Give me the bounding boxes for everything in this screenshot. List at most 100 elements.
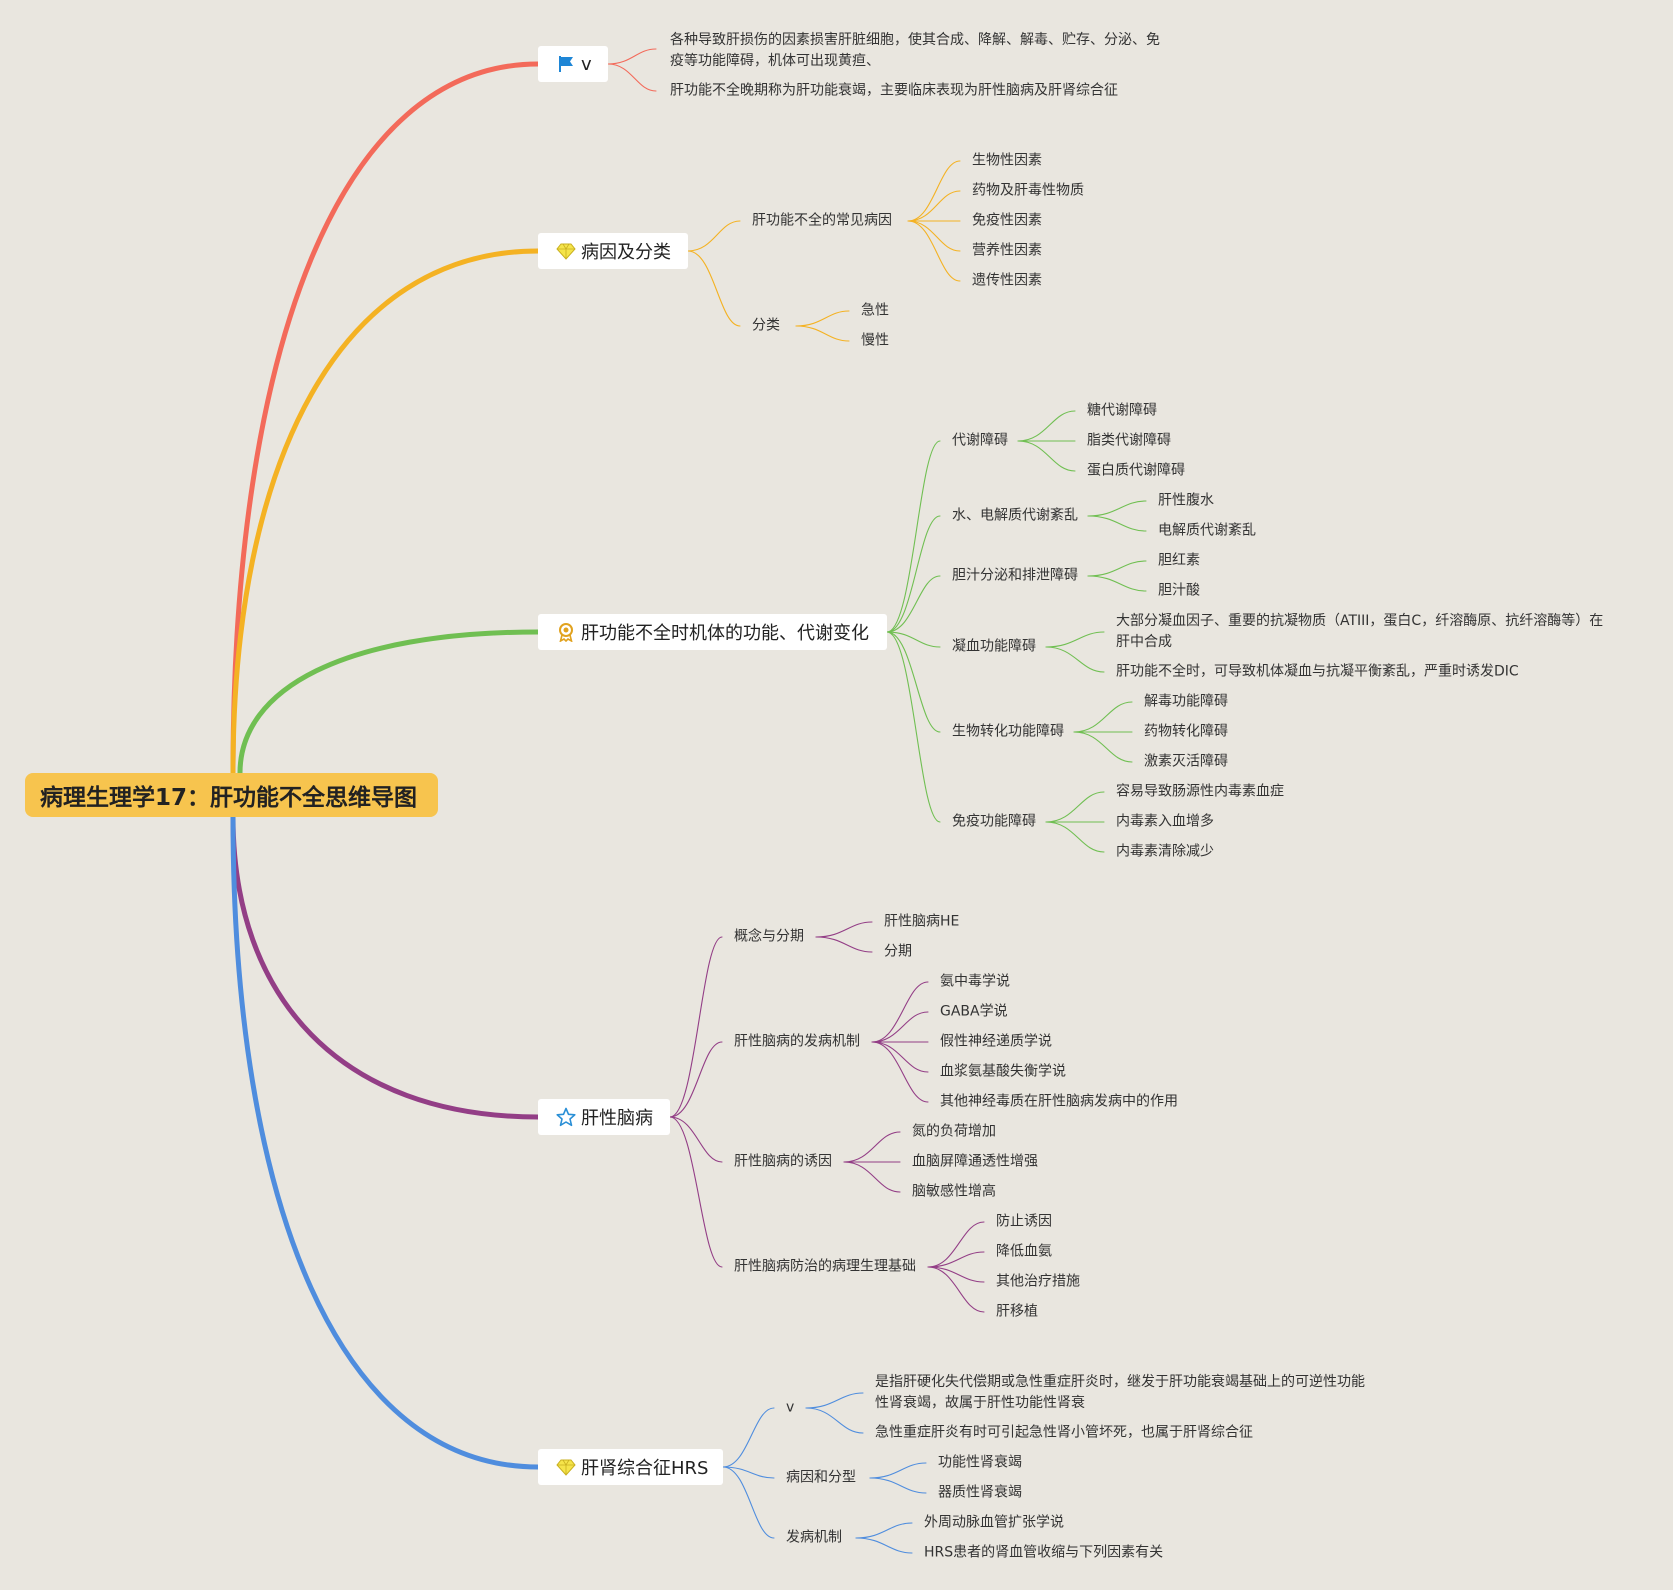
link (869, 1477, 927, 1494)
link (1087, 500, 1147, 517)
sub-mechanism: 发病机制 (786, 1529, 842, 1546)
link (927, 1266, 985, 1313)
link (871, 1041, 929, 1103)
link (722, 1407, 775, 1468)
leaf: 蛋白质代谢障碍 (1087, 462, 1185, 479)
leaf: 急性重症肝炎有时可引起急性肾小管坏死，也属于肝肾综合征 (875, 1424, 1253, 1441)
link (669, 1116, 723, 1268)
sub-biotransformation: 生物转化功能障碍 (952, 723, 1064, 740)
link (1017, 410, 1076, 442)
leaf: 胆红素 (1158, 552, 1200, 569)
diamond-icon (555, 240, 577, 262)
link (907, 220, 961, 282)
flag-icon (555, 53, 577, 75)
link (927, 1266, 985, 1283)
leaf: 其他治疗措施 (996, 1273, 1080, 1290)
sub-triggers: 肝性脑病的诱因 (734, 1153, 832, 1170)
link (869, 1462, 927, 1479)
leaf: 胆汁酸 (1158, 582, 1200, 599)
sub-definition: v (786, 1399, 795, 1416)
leaf: 是指肝硬化失代偿期或急性重症肝炎时，继发于肝功能衰竭基础上的可逆性功能性肾衰竭，… (875, 1374, 1365, 1411)
leaf: 生物性因素 (972, 152, 1042, 169)
link (886, 440, 941, 633)
leaf: 内毒素清除减少 (1116, 843, 1214, 860)
branch-label: 肝功能不全时机体的功能、代谢变化 (581, 623, 869, 644)
leaf: 容易导致肠源性内毒素血症 (1116, 783, 1284, 800)
link (805, 1392, 864, 1409)
link (886, 515, 941, 633)
link (607, 48, 657, 65)
leaf: 解毒功能障碍 (1144, 693, 1228, 710)
link (795, 310, 850, 327)
link (815, 936, 873, 953)
sub-metabolism: 代谢障碍 (952, 432, 1008, 449)
sub-causes-types: 病因和分型 (786, 1469, 856, 1486)
branch-hepatorenal-syndrome[interactable]: 肝肾综合征HRS (538, 1449, 723, 1485)
link (669, 1041, 723, 1118)
link (843, 1131, 901, 1163)
star-icon (555, 1106, 577, 1128)
leaf: 假性神经递质学说 (940, 1033, 1052, 1050)
trunk-hrs (230, 814, 541, 1470)
leaf: 电解质代谢紊乱 (1158, 522, 1256, 539)
link (1087, 515, 1147, 532)
link (886, 631, 941, 823)
leaf: 脂类代谢障碍 (1087, 432, 1171, 449)
link (927, 1221, 985, 1268)
link (687, 220, 741, 252)
trunk-etiology (230, 248, 541, 776)
overview-definition: 各种导致肝损伤的因素损害肝脏细胞，使其合成、降解、解毒、贮存、分泌、免疫等功能障… (670, 32, 1160, 69)
diamond-icon (555, 1456, 577, 1478)
root-topic[interactable]: 病理生理学17：肝功能不全思维导图 (25, 773, 438, 817)
trunk-overview (230, 61, 541, 776)
link (722, 1466, 775, 1539)
leaf: 功能性肾衰竭 (938, 1454, 1022, 1471)
sub-bile: 胆汁分泌和排泄障碍 (952, 567, 1078, 584)
link (1045, 631, 1105, 648)
leaf: 降低血氨 (996, 1243, 1052, 1260)
leaf: 糖代谢障碍 (1087, 402, 1157, 419)
leaf: 分期 (884, 943, 912, 960)
branch-hepatic-encephalopathy[interactable]: 肝性脑病 (538, 1099, 670, 1135)
leaf: 氨中毒学说 (940, 973, 1010, 990)
branch-label: 病因及分类 (581, 242, 671, 263)
leaf: 外周动脉血管扩张学说 (924, 1514, 1064, 1531)
link (855, 1522, 913, 1539)
leaf: 遗传性因素 (972, 272, 1042, 289)
link (1087, 575, 1147, 592)
leaf: 肝性脑病HE (884, 913, 960, 930)
branch-label: 肝性脑病 (581, 1108, 653, 1129)
branch-label: v (581, 53, 592, 75)
branch-function-changes[interactable]: 肝功能不全时机体的功能、代谢变化 (538, 614, 887, 650)
sub-prevention-basis: 肝性脑病防治的病理生理基础 (734, 1258, 916, 1275)
leaf: 激素灭活障碍 (1144, 753, 1228, 770)
link (1045, 791, 1105, 823)
award-icon (555, 621, 577, 643)
leaf: 免疫性因素 (972, 212, 1042, 229)
branch-etiology[interactable]: 病因及分类 (538, 233, 688, 269)
leaf: 血浆氨基酸失衡学说 (940, 1063, 1066, 1080)
link (907, 160, 961, 222)
link (1045, 821, 1105, 853)
link (886, 631, 941, 733)
link (907, 190, 961, 222)
leaf: 其他神经毒质在肝性脑病发病中的作用 (940, 1093, 1178, 1110)
sub-pathogenesis: 肝性脑病的发病机制 (734, 1033, 860, 1050)
root-title: 病理生理学17：肝功能不全思维导图 (40, 785, 418, 811)
leaf: 器质性肾衰竭 (938, 1484, 1022, 1501)
trunk-function (237, 629, 541, 776)
link (871, 981, 929, 1043)
sub-common-causes: 肝功能不全的常见病因 (752, 212, 892, 229)
link (795, 325, 850, 342)
link (669, 1116, 723, 1163)
link (855, 1537, 913, 1554)
overview-late-stage: 肝功能不全晚期称为肝功能衰竭，主要临床表现为肝性脑病及肝肾综合征 (670, 82, 1118, 99)
leaf: 血脑屏障通透性增强 (912, 1153, 1038, 1170)
leaf: 内毒素入血增多 (1116, 813, 1214, 830)
leaf: 防止诱因 (996, 1213, 1052, 1230)
link (805, 1407, 864, 1434)
link (1087, 560, 1147, 577)
branch-overview[interactable]: v (538, 46, 608, 82)
leaf: 氮的负荷增加 (912, 1123, 996, 1140)
